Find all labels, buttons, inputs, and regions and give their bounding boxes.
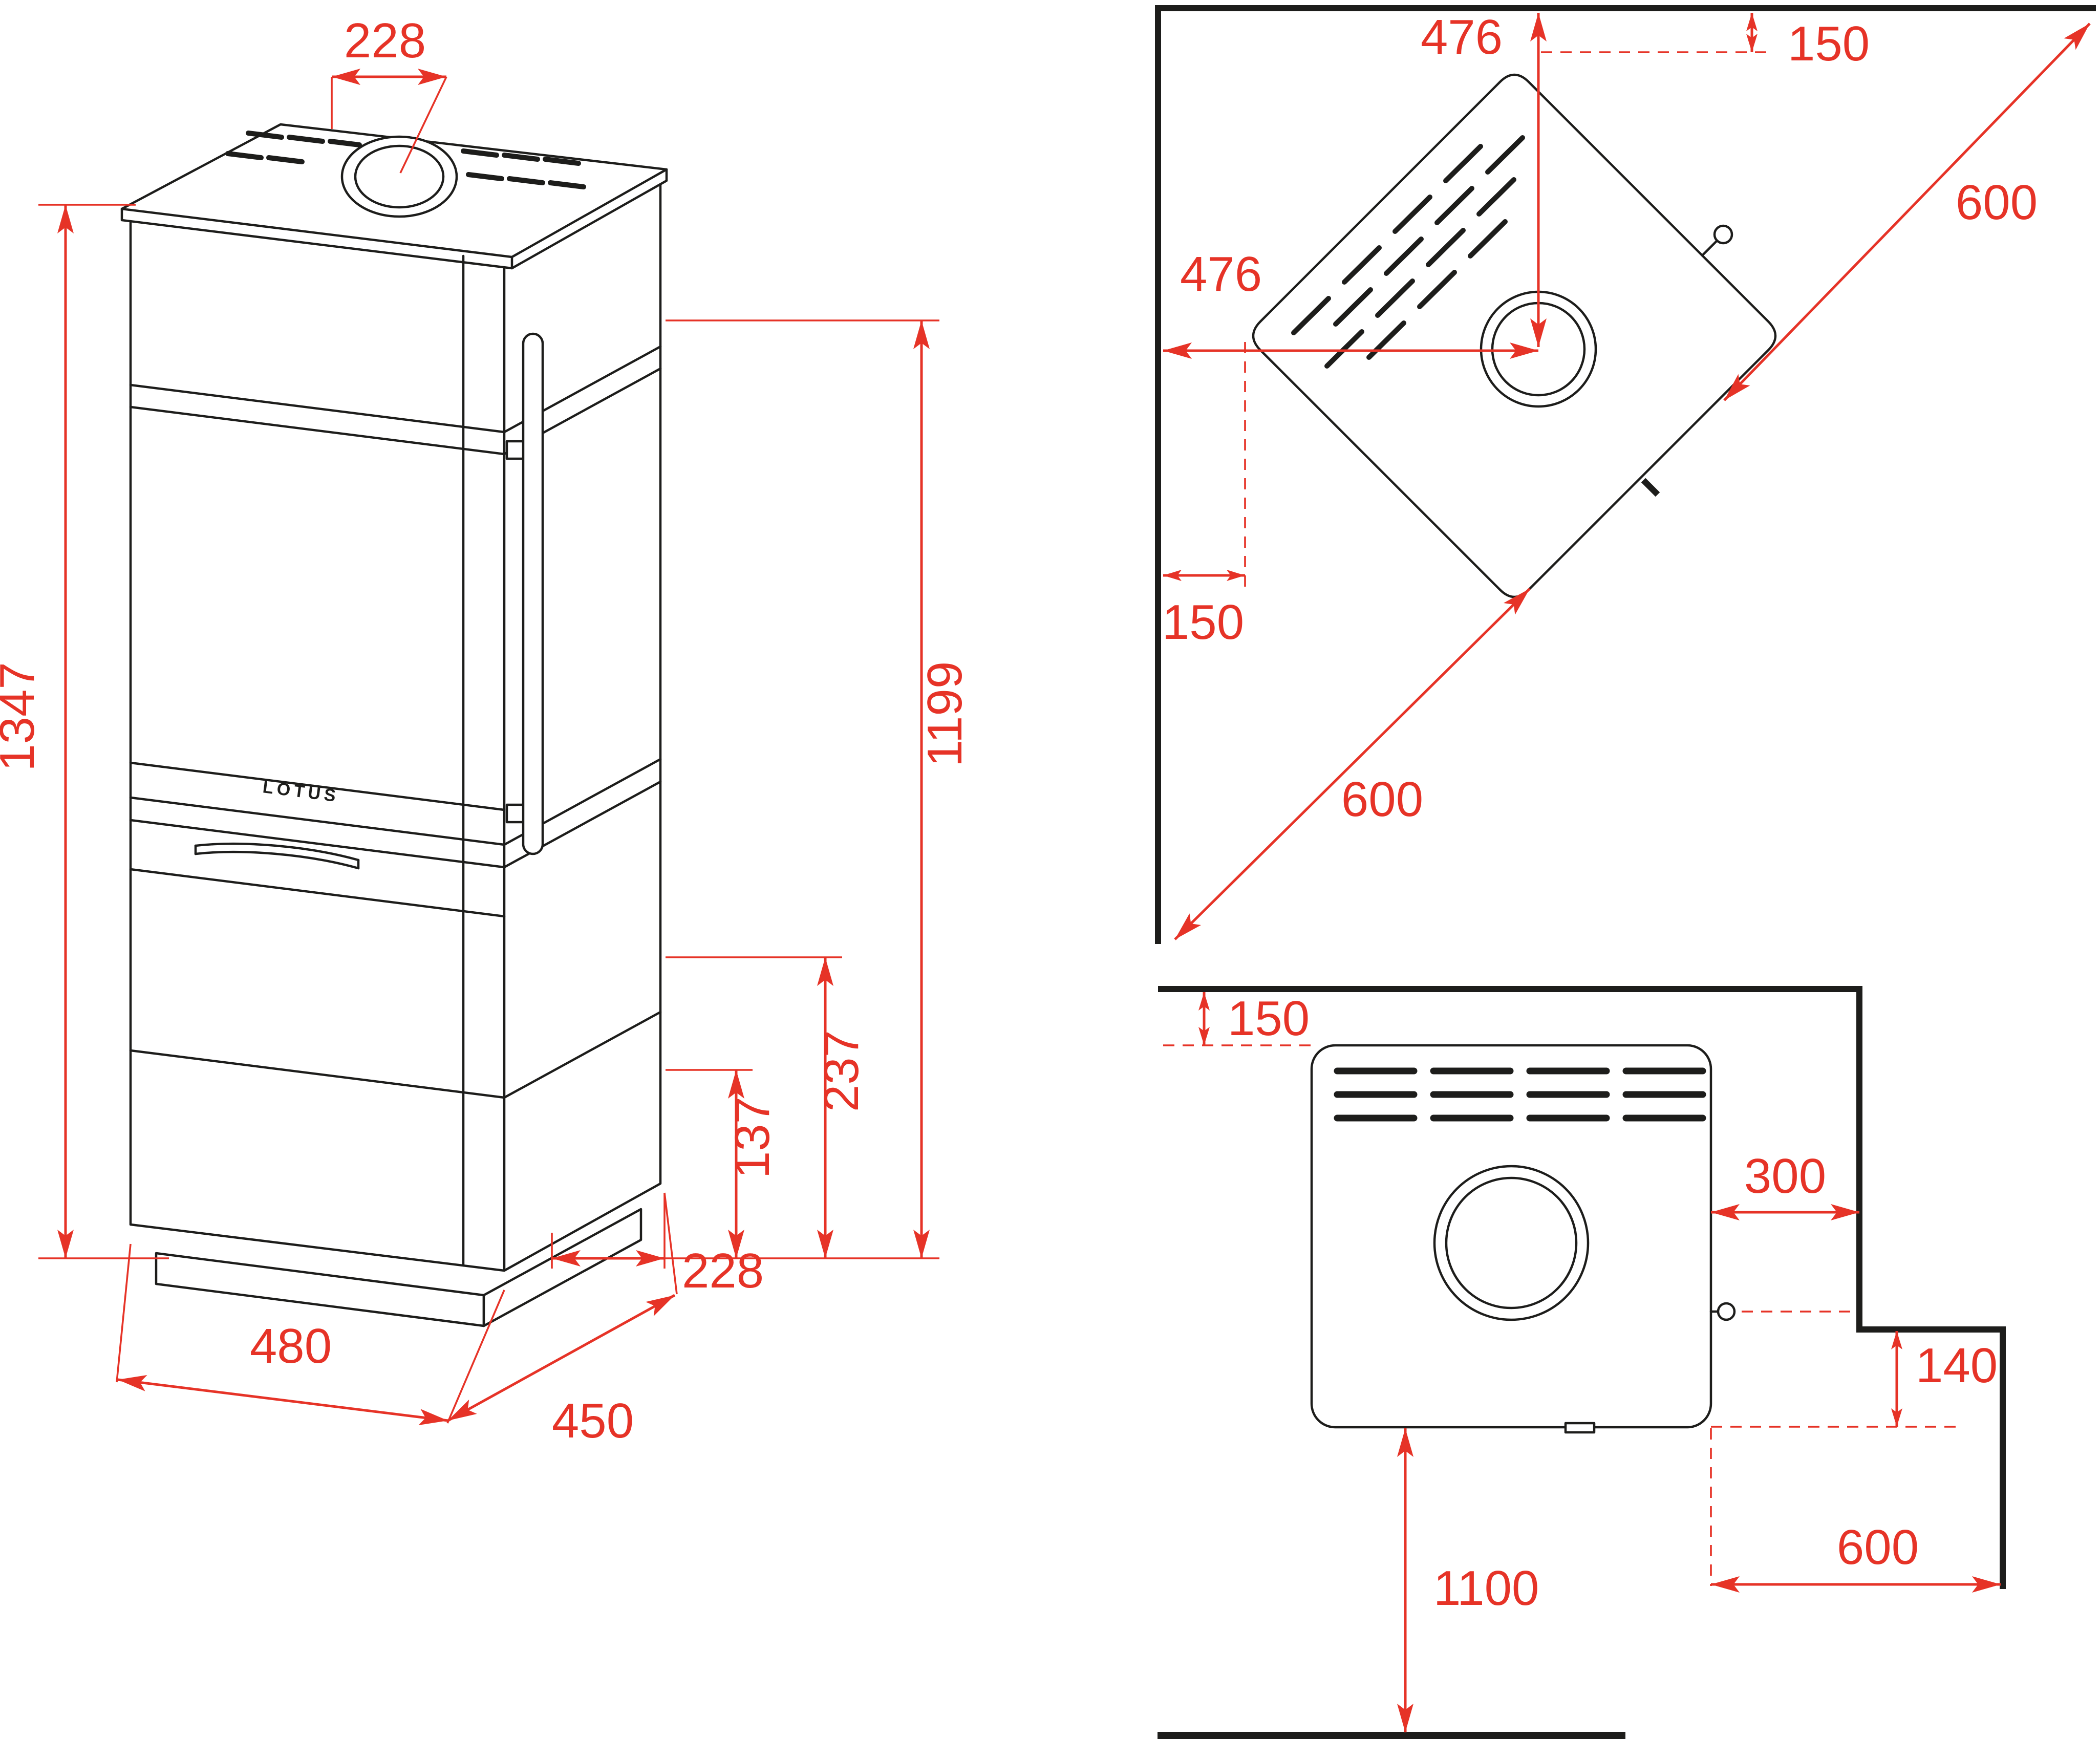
- wall-door-latch: [1564, 1422, 1596, 1434]
- dim-label-flue-outlet-height: 1199: [917, 661, 972, 767]
- door-handle-rod: [522, 332, 544, 855]
- dim-label-side-depth: 450: [552, 1393, 634, 1448]
- corner-door-latch: [1641, 478, 1660, 497]
- corner-walls: [1155, 5, 2096, 944]
- wall-placement-view: 150 300 140 600 1100: [1158, 986, 2006, 1739]
- top-vent-slots: [225, 131, 586, 189]
- dim-label-outlet-step-clearance: 140: [1916, 1338, 1998, 1393]
- corner-vent-slots: [1291, 135, 1525, 369]
- corner-handle-knob: [1713, 224, 1733, 245]
- dim-label-hearth-extent-left: 600: [1341, 772, 1423, 827]
- handle-bracket-bottom: [505, 803, 526, 824]
- dim-label-side-extent: 600: [1837, 1520, 1919, 1575]
- wall-handle-knob: [1717, 1302, 1736, 1321]
- dim-label-front-hearth-depth: 1100: [1433, 1561, 1539, 1616]
- handle-bracket-top: [505, 440, 526, 460]
- corner-placement-view: 476 150 600 476 150 600: [1155, 5, 2096, 944]
- dim-label-side-clearance: 300: [1744, 1149, 1826, 1204]
- corner-handle-stem: [1701, 240, 1718, 257]
- dim-line-front-width: [117, 1375, 448, 1425]
- wall-vent-slots: [1334, 1067, 1706, 1122]
- corner-dimensions: 476 150 600 476 150 600: [1162, 10, 2091, 940]
- plinth-front: [155, 1252, 485, 1327]
- flue-collar-outer: [340, 135, 458, 218]
- isometric-dimensions: 228 1347 1199 237 137 228: [0, 13, 972, 1448]
- dim-label-rear-clearance: 150: [1228, 991, 1310, 1046]
- dim-line-hearth-extent-right: [1723, 23, 2091, 401]
- dim-label-front-width: 480: [250, 1319, 332, 1373]
- dim-label-corner-clearance-right: 150: [1788, 16, 1870, 71]
- dim-line-hearth-extent-left: [1174, 588, 1531, 940]
- dim-label-flue-from-side-wall: 476: [1180, 247, 1262, 302]
- ash-drawer-handle: [194, 843, 360, 870]
- wall-flue-inner: [1445, 1176, 1578, 1310]
- dim-label-rear-bottom-offset: 228: [682, 1243, 764, 1298]
- rear-and-side-walls: [1158, 986, 2006, 1589]
- front-panel-lines: [129, 254, 506, 1267]
- dim-label-rear-outlet-height: 237: [814, 1030, 869, 1112]
- wall-dimensions: 150 300 140 600 1100: [1163, 991, 2001, 1732]
- top-plate-edges: [120, 168, 668, 270]
- dim-label-corner-clearance-left: 150: [1162, 595, 1244, 650]
- dim-label-lower-outlet-height: 137: [725, 1097, 780, 1178]
- stove-front-face: [129, 212, 506, 1272]
- isometric-view: LOTUS 228 1347 1199 237 137: [0, 13, 972, 1448]
- dim-label-flue-from-back-wall: 476: [1421, 10, 1503, 65]
- dim-label-hearth-extent-right: 600: [1956, 175, 2038, 230]
- flue-collar-inner: [354, 144, 445, 209]
- dim-label-top-flue-offset: 228: [344, 13, 426, 68]
- dim-label-overall-height: 1347: [0, 662, 45, 771]
- dim-line-side-depth: [447, 1294, 676, 1422]
- wall-flue-outer: [1433, 1165, 1590, 1321]
